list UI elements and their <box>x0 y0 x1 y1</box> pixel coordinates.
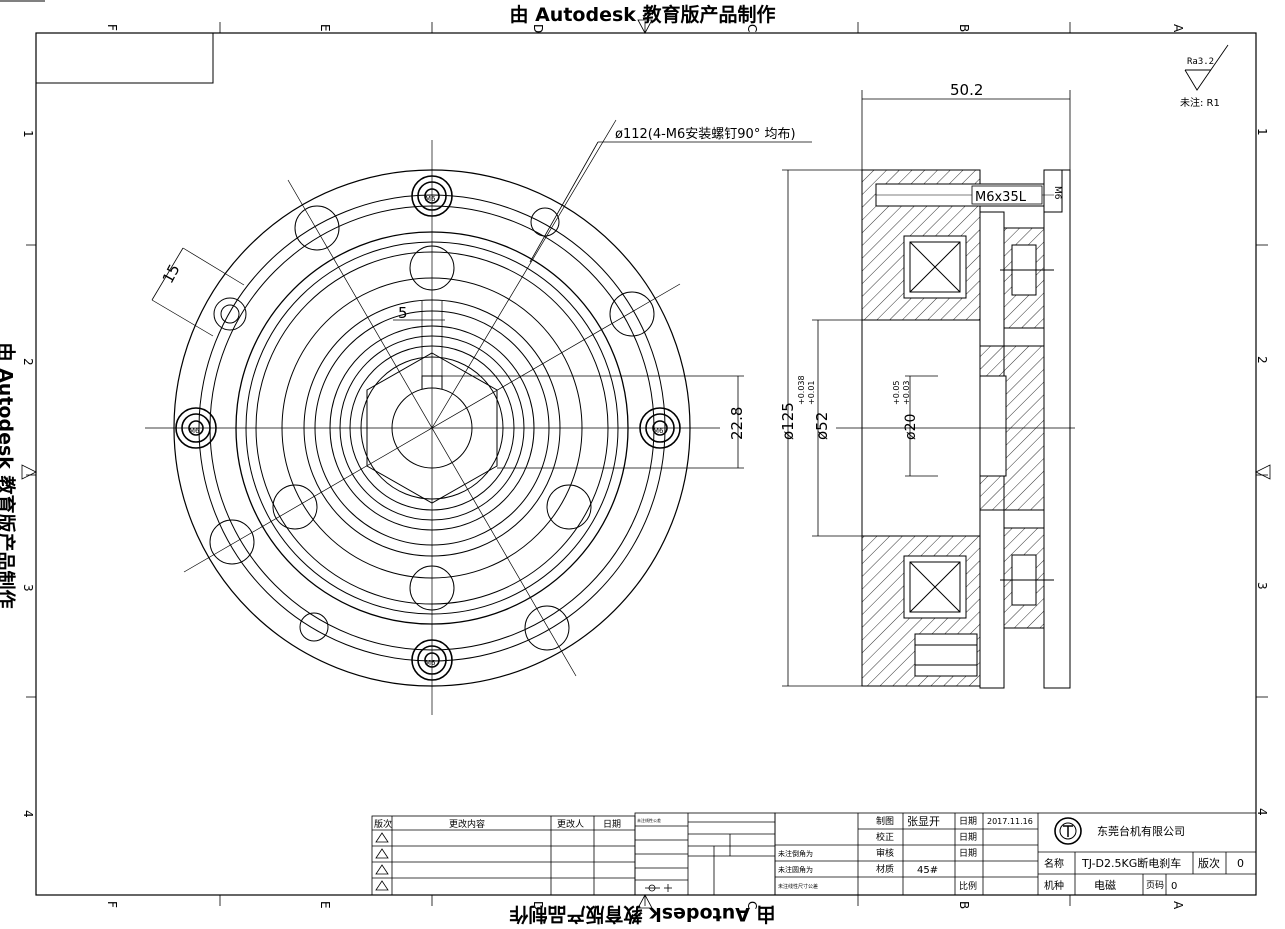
date-label-2: 日期 <box>959 832 977 843</box>
note-fillet: 未注圆角为 <box>778 865 813 874</box>
dim-width: 50.2 <box>950 81 983 99</box>
dim-d20-tol-upper: +0.05 <box>892 380 901 405</box>
zone-row-1: 1 <box>21 130 35 138</box>
revision-table-headers: 版次 更改内容 更改人 日期 <box>374 818 621 830</box>
dim-d20: ø20 <box>903 414 919 440</box>
model-label: 机种 <box>1044 879 1064 892</box>
dim-5: 5 <box>398 304 408 322</box>
zone-col-e: E <box>318 24 332 32</box>
date-label-3: 日期 <box>959 848 977 859</box>
dim-d52-tol-lower: +0.01 <box>807 380 816 405</box>
rev-header-date: 日期 <box>603 819 621 830</box>
bolt-pattern-note: ø112(4-M6安装螺钉90° 均布) <box>615 127 796 142</box>
rev-value: 0 <box>1237 857 1244 870</box>
front-view <box>145 119 812 715</box>
zone-col-b-bottom: B <box>957 901 971 909</box>
zone-col-f: F <box>105 24 119 31</box>
zone-row-2: 2 <box>21 358 35 366</box>
rev-header-content: 更改内容 <box>449 818 485 830</box>
title-block-text: 制图 校正 审核 张显开 日期 日期 日期 2017.11.16 材质 45# … <box>778 815 1244 892</box>
bolt-tag: M6 <box>1052 186 1062 200</box>
tolerance-label: 未注线性公差 <box>637 817 661 823</box>
watermark-top: 由 Autodesk 教育版产品制作 <box>509 4 776 26</box>
bolt-mark-top: M6 <box>425 195 436 203</box>
role-review: 审核 <box>876 847 894 859</box>
zone-row-2-right: 2 <box>1255 356 1269 364</box>
bolt-mark-left: M6 <box>189 427 200 435</box>
model-value: 电磁 <box>1094 879 1116 892</box>
material-value: 45# <box>917 865 938 876</box>
bolt-mark-bottom: M6 <box>425 659 436 667</box>
tolerance-block <box>634 812 776 896</box>
bolt-mark-right: M6 <box>653 427 664 435</box>
dim-d125: ø125 <box>779 402 797 440</box>
title-block <box>774 812 1257 896</box>
side-view-annotations: 50.2 ø125 ø52 +0.038 +0.01 ø20 +0.05 +0.… <box>779 81 1062 440</box>
dim-d20-tol-lower: +0.03 <box>902 380 911 405</box>
dim-d52-tol-upper: +0.038 <box>797 375 806 405</box>
zone-col-f-bottom: F <box>105 901 119 908</box>
dim-d52: ø52 <box>813 412 831 440</box>
zone-row-4: 4 <box>21 810 35 818</box>
pages-label: 页码 <box>1146 880 1164 891</box>
roughness-note: 未注: R1 <box>1180 96 1220 109</box>
zone-labels: F E D C B A F E D C B A 1 2 3 4 1 2 3 4 <box>21 24 1269 910</box>
pages-value: 0 <box>1171 881 1177 892</box>
role-check: 校正 <box>876 831 894 843</box>
note-chamfer: 未注倒角为 <box>778 849 813 858</box>
drawing-date: 2017.11.16 <box>987 817 1033 826</box>
company-logo <box>1054 817 1082 845</box>
revision-table <box>371 815 636 896</box>
bolt-label: M6x35L <box>975 190 1027 205</box>
scale-label: 比例 <box>959 880 977 892</box>
rev-header-version: 版次 <box>374 818 392 830</box>
front-view-annotations: ø112(4-M6安装螺钉90° 均布) 15 5 22.8 M6 M6 M6 … <box>159 127 796 667</box>
zone-col-d-bottom: D <box>531 901 545 910</box>
zone-row-3-right: 3 <box>1255 582 1269 590</box>
zone-col-c-bottom: C <box>745 901 759 909</box>
name-label: 名称 <box>1044 857 1064 870</box>
zone-col-b: B <box>957 24 971 32</box>
zone-col-a: A <box>1171 24 1185 33</box>
roughness-symbol: Ra3.2 未注: R1 <box>1180 44 1229 109</box>
zone-row-3: 3 <box>21 584 35 592</box>
part-name: TJ-D2.5KG断电刹车 <box>1081 856 1181 870</box>
zone-col-e-bottom: E <box>318 901 332 909</box>
roughness-value: Ra3.2 <box>1187 57 1214 67</box>
zone-row-1-right: 1 <box>1255 128 1269 136</box>
rev-label: 版次 <box>1198 856 1220 870</box>
drafter-name: 张显开 <box>907 815 940 828</box>
zone-col-d: D <box>531 24 545 33</box>
side-view <box>782 90 1075 689</box>
zone-col-a-bottom: A <box>1171 901 1185 910</box>
zone-row-4-right: 4 <box>1255 808 1269 816</box>
company-name: 东莞台机有限公司 <box>1097 824 1185 838</box>
dim-22-8: 22.8 <box>728 407 746 440</box>
role-draw: 制图 <box>876 815 894 827</box>
note-tolerance: 未注线性尺寸公差 <box>778 883 818 890</box>
date-label-1: 日期 <box>959 816 977 827</box>
rev-header-person: 更改人 <box>557 818 584 830</box>
material-label: 材质 <box>876 863 894 875</box>
zone-col-c: C <box>745 24 759 32</box>
